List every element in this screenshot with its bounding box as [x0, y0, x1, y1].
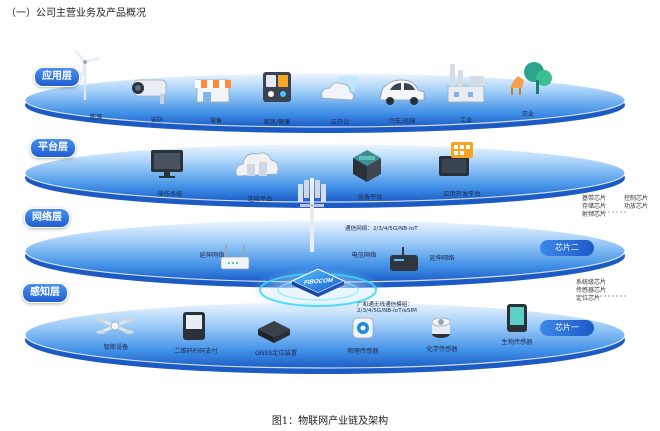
module-icon: FIBOCOM: [290, 268, 346, 297]
app-label-auto-transport: 汽车/运输: [388, 118, 416, 125]
section-heading: （一）公司主营业务及产品概况: [6, 8, 146, 19]
network-label-telecom: 电信网络: [351, 252, 377, 259]
platform-label-os: 操作系统: [157, 191, 183, 198]
network-layer-tag: 网络层: [24, 208, 70, 228]
platform-label-device: 设备平台: [357, 194, 383, 201]
perception-label-smart-device: 智能设备: [103, 344, 129, 351]
chip-two-tag: 芯片二: [540, 240, 594, 256]
perception-layer-tag: 感知层: [22, 283, 68, 303]
app-label-cloud-office: 云办公: [330, 119, 350, 126]
app-label-agriculture: 农业: [521, 111, 535, 118]
network-label-extended-left: 延伸网络: [199, 252, 225, 259]
farm-icon: [510, 62, 552, 95]
cell-tower-icon: [298, 178, 326, 252]
security-camera-icon: [132, 79, 167, 104]
chip-group2-item-positioning: 定位芯片: [576, 295, 601, 302]
chip-group1-item-pa: 功放芯片: [624, 203, 649, 210]
device-box-icon: [353, 150, 381, 182]
application-layer-tag: 应用层: [34, 67, 80, 87]
pos-terminal-icon: [183, 312, 205, 340]
network-comm-label: 通信网络：2/3/4/5G/NB-IoT: [345, 226, 418, 232]
chip-connectors: [592, 211, 626, 297]
chip-group1-item-memory: 存储芯片: [582, 203, 607, 210]
platform-label-app-dev: 应用开发平台: [443, 191, 481, 198]
retail-store-icon: [195, 79, 231, 103]
perception-label-gnss: GNSS定位装置: [254, 350, 298, 357]
perception-layer-disc: [24, 301, 626, 374]
perception-label-physical-sensor: 物理传感器: [347, 348, 379, 355]
smart-home-icon: [263, 72, 291, 102]
gnss-box-icon: [258, 321, 290, 343]
physical-sensor-icon: [352, 317, 374, 339]
chip-group1-item-rf: 射频芯片: [582, 211, 607, 218]
gateway-icon: [390, 247, 418, 271]
app-label-industry: 工业: [459, 117, 473, 124]
figure-caption: 图1：物联网产业链及架构: [271, 416, 389, 427]
chip-group1-item-baseband: 基带芯片: [582, 195, 607, 202]
application-layer-disc: [24, 72, 626, 133]
perception-label-qr-payment: 二维码扫码支付: [174, 348, 218, 355]
drone-icon: [96, 318, 134, 334]
app-label-home-health: 家居/健康: [263, 119, 291, 126]
chip-one-tag: 芯片一: [540, 320, 594, 336]
car-icon: [379, 79, 425, 105]
platform-label-connectivity: 连接平台: [247, 196, 273, 203]
perception-label-chemical-sensor: 化学传感器: [426, 346, 458, 353]
module-label-line1: 广和通无线通信模组：: [357, 302, 413, 308]
router-icon: [220, 245, 250, 270]
bio-sensor-icon: [507, 304, 527, 332]
perception-label-bio-sensor: 生物传感器: [501, 339, 533, 346]
module-label-line2: 2/3/4/5G/NB-IoT/eSIM: [357, 308, 417, 314]
network-label-extended-right: 延伸网络: [429, 255, 455, 262]
module-brand-text: FIBOCOM: [303, 277, 334, 286]
chemical-sensor-icon: [431, 317, 451, 338]
cloud-servers-icon: [235, 152, 279, 177]
app-label-retail: 零售: [209, 118, 223, 125]
platform-layer-tag: 平台层: [30, 138, 76, 158]
factory-icon: [447, 64, 485, 103]
app-dev-icon: [439, 142, 473, 176]
monitor-icon: [151, 150, 183, 178]
chip-group2-item-soc: 系统级芯片: [576, 279, 607, 286]
wind-turbine-icon: [74, 49, 100, 100]
chip-group1-item-control: 控制芯片: [624, 195, 649, 202]
chip-group2-item-sensor: 传感器芯片: [576, 287, 607, 294]
app-label-energy: 能源: [89, 114, 103, 121]
cloud-office-icon: [321, 76, 359, 101]
app-label-security: 安防: [150, 117, 164, 124]
